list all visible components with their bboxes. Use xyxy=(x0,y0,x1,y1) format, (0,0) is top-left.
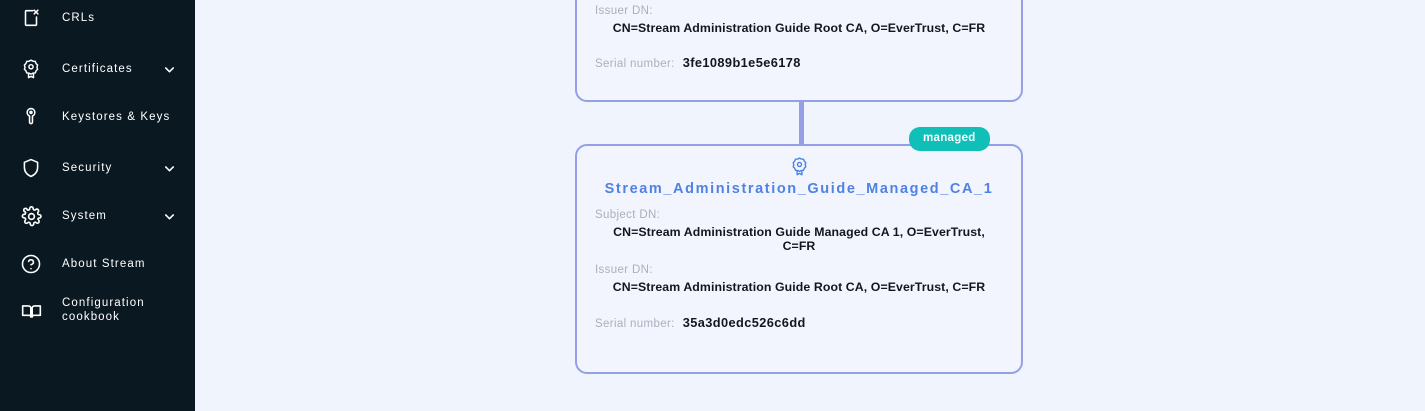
sidebar-item-configuration-cookbook[interactable]: Configuration cookbook xyxy=(0,290,195,338)
chain-connector-line xyxy=(799,100,804,146)
sidebar-navigation: CRLs Certificates xyxy=(0,0,195,411)
sidebar-item-crls[interactable]: CRLs xyxy=(0,0,195,42)
status-badge-managed: managed xyxy=(909,127,990,151)
sidebar-item-label: About Stream xyxy=(62,258,146,270)
sidebar-item-system[interactable]: System xyxy=(0,192,195,240)
sidebar-item-label: Security xyxy=(62,162,113,174)
issuer-dn-label: Issuer DN: xyxy=(595,5,653,17)
subject-dn-label: Subject DN: xyxy=(595,209,661,221)
serial-number-value: 35a3d0edc526c6dd xyxy=(682,314,806,330)
certificate-icon xyxy=(18,56,44,82)
chevron-down-icon[interactable] xyxy=(161,61,177,77)
certificate-card-managed[interactable]: Stream_Administration_Guide_Managed_CA_1… xyxy=(575,144,1023,374)
sidebar-item-label: Configuration cookbook xyxy=(62,297,145,323)
sidebar-item-label: Certificates xyxy=(62,63,133,75)
subject-dn-value: CN=Stream Administration Guide Managed C… xyxy=(613,225,985,253)
sidebar-item-label: Keystores & Keys xyxy=(62,111,171,123)
serial-number-label: Serial number: xyxy=(595,57,675,70)
chevron-down-icon[interactable] xyxy=(161,160,177,176)
question-circle-icon xyxy=(18,251,44,277)
certificate-card-root[interactable]: Issuer DN: CN=Stream Administration Guid… xyxy=(575,0,1023,102)
certificate-icon xyxy=(595,156,1003,177)
issuer-dn-label: Issuer DN: xyxy=(595,264,653,276)
sidebar-item-keystores-and-keys[interactable]: Keystores & Keys xyxy=(0,93,195,141)
serial-number-value: 3fe1089b1e5e6178 xyxy=(682,54,801,70)
sidebar-item-about-stream[interactable]: About Stream xyxy=(0,240,195,288)
sidebar-item-label: System xyxy=(62,210,107,222)
sidebar-item-label: CRLs xyxy=(62,12,96,24)
certificate-chain-canvas[interactable]: Issuer DN: CN=Stream Administration Guid… xyxy=(195,0,1425,411)
serial-number-label: Serial number: xyxy=(595,317,675,330)
chevron-down-icon[interactable] xyxy=(161,208,177,224)
serial-number-row: Serial number: 35a3d0edc526c6dd xyxy=(595,315,1003,330)
issuer-dn-value: CN=Stream Administration Guide Root CA, … xyxy=(612,280,986,294)
file-x-icon xyxy=(18,5,44,31)
book-icon xyxy=(18,298,44,324)
sidebar-item-security[interactable]: Security xyxy=(0,144,195,192)
certificate-title-link[interactable]: Stream_Administration_Guide_Managed_CA_1 xyxy=(604,181,994,197)
issuer-dn-value: CN=Stream Administration Guide Root CA, … xyxy=(612,21,986,35)
gear-icon xyxy=(18,203,44,229)
shield-icon xyxy=(18,155,44,181)
serial-number-row: Serial number: 3fe1089b1e5e6178 xyxy=(595,55,1003,70)
sidebar-item-certificates[interactable]: Certificates xyxy=(0,45,195,93)
key-icon xyxy=(18,104,44,130)
